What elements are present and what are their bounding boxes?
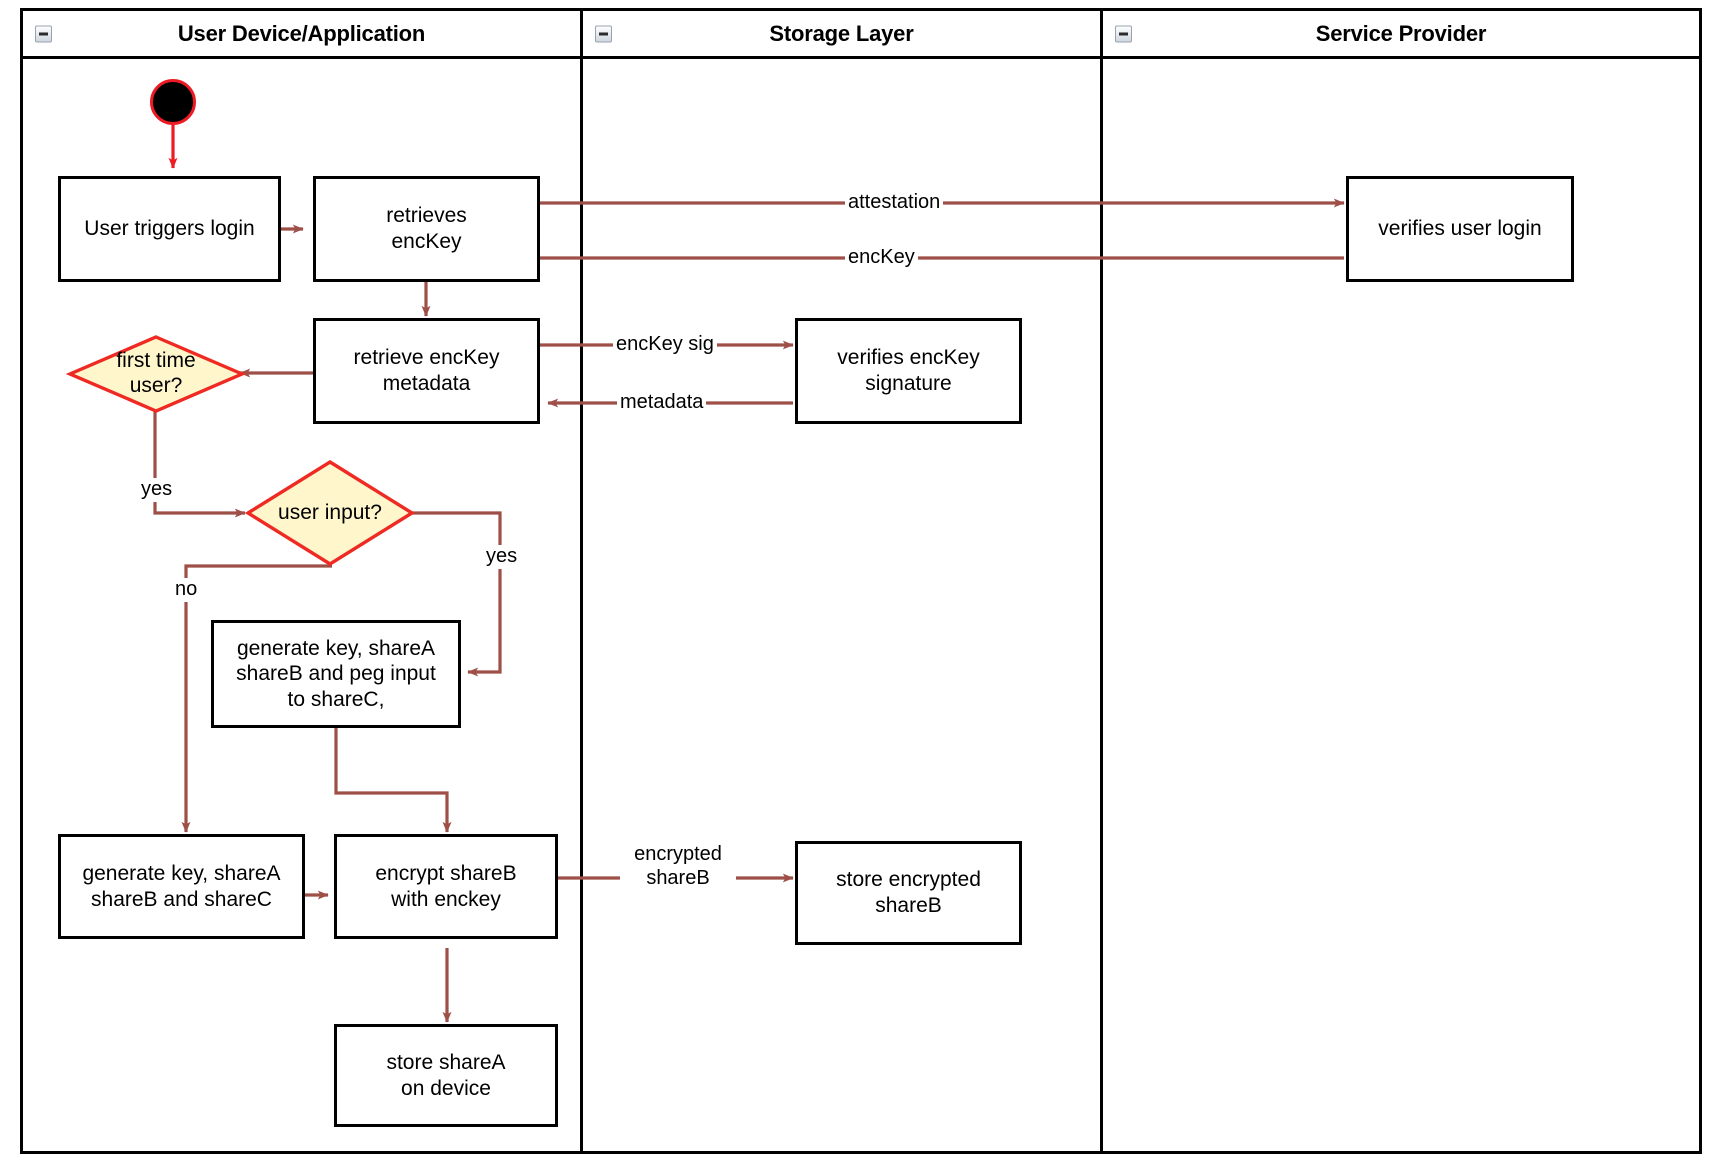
decision-first-time-user[interactable]: first time user? <box>65 335 247 413</box>
collapse-minus-icon[interactable] <box>595 25 612 42</box>
swimlane-title-user-device: User Device/Application <box>177 20 426 46</box>
node-encrypt-shareb[interactable]: encrypt shareB with enckey <box>334 834 558 939</box>
decision-user-input[interactable]: user input? <box>244 459 416 567</box>
start-node <box>150 79 196 125</box>
edge-label-user-input-yes: yes <box>483 545 521 569</box>
node-generate-key-peg-shareC[interactable]: generate key, shareA shareB and peg inpu… <box>211 620 461 728</box>
node-verifies-enckey-signature[interactable]: verifies encKey signature <box>795 318 1022 424</box>
swimlane-storage-layer: Storage Layer <box>583 11 1103 1151</box>
edge-label-user-input-no: no <box>172 578 201 602</box>
edge-label-enckey-return: encKey <box>845 246 918 270</box>
node-generate-key-shares[interactable]: generate key, shareA shareB and shareC <box>58 834 305 939</box>
node-retrieves-enckey[interactable]: retrieves encKey <box>313 176 540 282</box>
node-store-encrypted-shareb[interactable]: store encrypted shareB <box>795 841 1022 945</box>
swimlane-frame: User Device/Application Storage Layer Se… <box>20 8 1702 1154</box>
edge-label-metadata: metadata <box>617 391 707 415</box>
swimlane-service-provider: Service Provider <box>1103 11 1699 1151</box>
node-verifies-user-login[interactable]: verifies user login <box>1346 176 1574 282</box>
edge-label-encrypted-shareb: encrypted shareB <box>620 843 736 891</box>
edge-label-attestation: attestation <box>845 191 944 215</box>
node-store-sharea-on-device[interactable]: store shareA on device <box>334 1024 558 1127</box>
swimlane-title-service-provider: Service Provider <box>1315 20 1487 46</box>
swimlane-user-device: User Device/Application <box>23 11 583 1151</box>
swimlane-header-storage-layer: Storage Layer <box>583 11 1100 59</box>
swimlane-title-storage-layer: Storage Layer <box>769 20 914 46</box>
collapse-minus-icon[interactable] <box>35 25 52 42</box>
collapse-minus-icon[interactable] <box>1115 25 1132 42</box>
edge-label-enckey-sig: encKey sig <box>613 333 717 357</box>
edge-label-first-time-yes: yes <box>138 478 176 502</box>
swimlane-header-service-provider: Service Provider <box>1103 11 1699 59</box>
node-retrieve-enckey-metadata[interactable]: retrieve encKey metadata <box>313 318 540 424</box>
swimlane-header-user-device: User Device/Application <box>23 11 580 59</box>
node-user-triggers-login[interactable]: User triggers login <box>58 176 281 282</box>
